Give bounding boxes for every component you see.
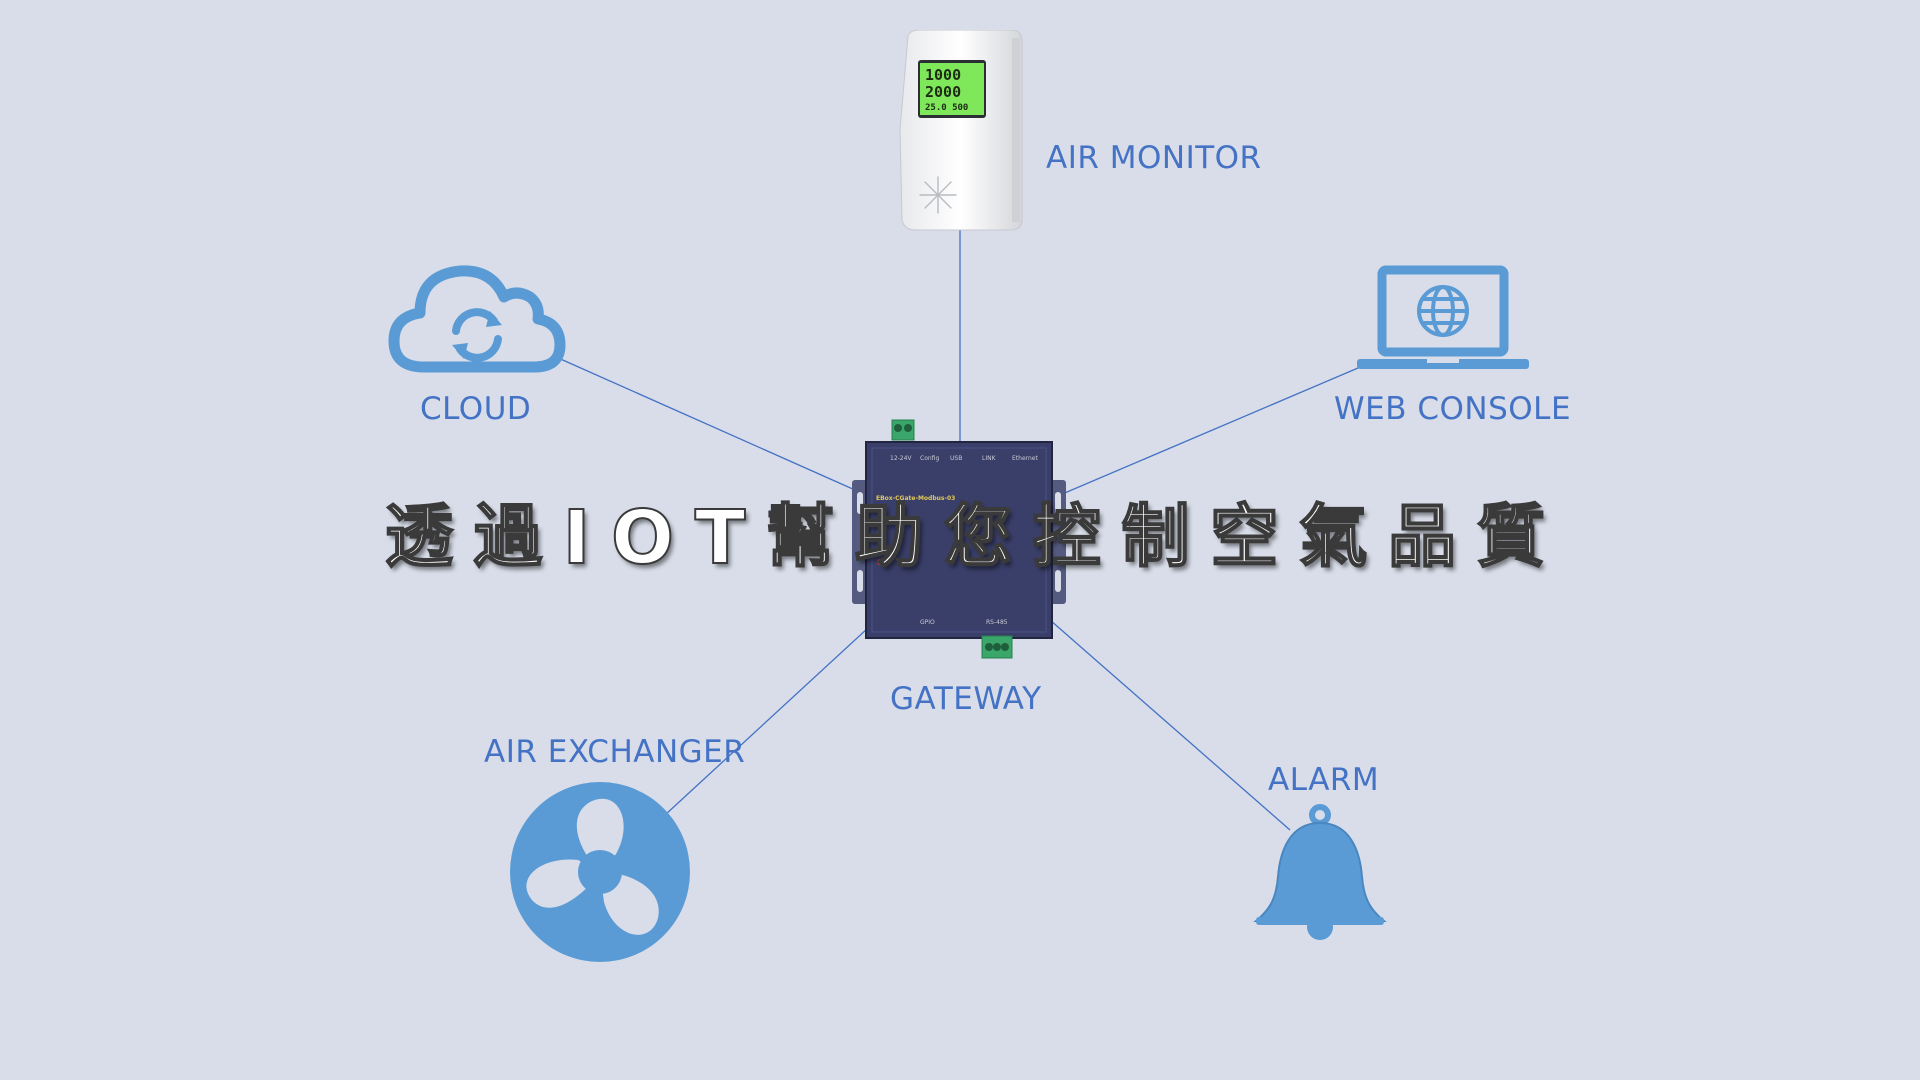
headline-char: 您 <box>943 498 1013 577</box>
lcd-reading-3: 25.0 500 <box>925 103 968 113</box>
svg-text:USB: USB <box>950 455 962 462</box>
headline-char: 助 <box>854 498 924 577</box>
svg-text:EBox-CGate-Modbus-03: EBox-CGate-Modbus-03 <box>876 495 955 502</box>
lcd-reading-2: 2000 <box>925 83 961 101</box>
svg-text:LINK: LINK <box>982 455 997 462</box>
air-monitor-device-icon: 1000 2000 25.0 500 <box>899 30 1023 231</box>
headline-char: 過 <box>473 498 543 577</box>
svg-text:Ethernet: Ethernet <box>1012 455 1038 462</box>
headline-char: 空 <box>1209 498 1279 577</box>
fan-icon <box>510 782 690 962</box>
headline-char: T <box>694 495 747 581</box>
gateway-label: GATEWAY <box>890 681 1042 717</box>
link-air-exchanger <box>664 627 869 816</box>
gateway-device-icon: 12-24V Config USB LINK Ethernet EBox-CGa… <box>852 419 1066 659</box>
alarm-label: ALARM <box>1268 762 1380 798</box>
svg-text:RS-485: RS-485 <box>986 619 1008 626</box>
headline-char: 質 <box>1476 498 1546 577</box>
bell-icon <box>1253 804 1387 940</box>
svg-text:12-24V: 12-24V <box>890 455 912 462</box>
headline: 透 過 I O T 幫 助 您 控 制 空 氣 品 質 <box>384 488 1546 588</box>
cloud-sync-icon <box>388 265 566 373</box>
headline-char: O <box>610 495 675 581</box>
svg-text:GPIO: GPIO <box>920 619 935 626</box>
air-exchanger-label: AIR EXCHANGER <box>484 734 746 770</box>
headline-char: 透 <box>384 498 454 577</box>
headline-char: 品 <box>1387 498 1457 577</box>
laptop-globe-icon <box>1357 265 1529 369</box>
vent-pattern <box>919 176 957 214</box>
lcd-reading-1: 1000 <box>925 66 961 84</box>
headline-char: I <box>562 495 592 581</box>
link-web-console <box>1059 367 1359 496</box>
link-cloud <box>555 356 856 491</box>
headline-char: 幫 <box>765 498 835 577</box>
web-console-label: WEB CONSOLE <box>1334 391 1572 427</box>
air-monitor-label: AIR MONITOR <box>1046 140 1262 176</box>
headline-char: 控 <box>1032 498 1102 577</box>
cloud-label: CLOUD <box>420 391 532 427</box>
svg-text:Config: Config <box>920 455 939 462</box>
headline-char: 氣 <box>1298 498 1368 577</box>
link-alarm <box>1049 619 1291 831</box>
headline-char: 制 <box>1120 498 1190 577</box>
